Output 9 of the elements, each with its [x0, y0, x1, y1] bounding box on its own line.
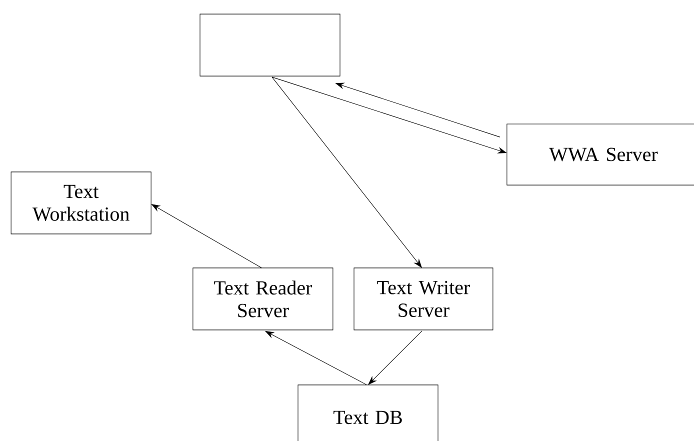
- arrow: [151, 204, 262, 268]
- server-box: WWA Server: [506, 124, 694, 186]
- server-box: Text Workstation: [10, 172, 152, 234]
- empty-box: [200, 14, 340, 76]
- server-box: Text DB: [298, 384, 438, 441]
- server-box: Text Reader Server: [192, 268, 334, 330]
- arrow: [368, 330, 422, 385]
- server-box: Text Writer Server: [354, 268, 494, 330]
- arrow: [272, 76, 422, 268]
